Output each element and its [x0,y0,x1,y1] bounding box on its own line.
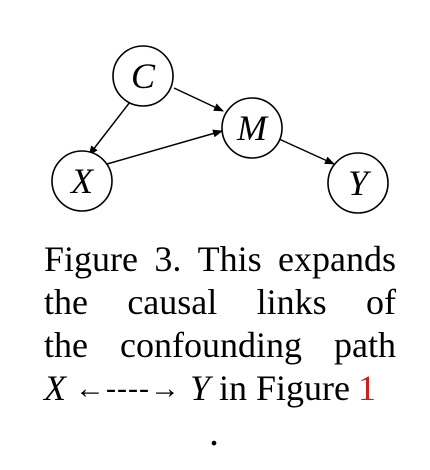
caption-word: causal [127,282,218,322]
caption-x-symbol: X [44,368,66,408]
node-c-label: C [131,56,156,96]
node-x-label: X [69,161,95,201]
caption-word: the [44,325,88,365]
caption-word: of [365,282,396,322]
caption-line-2: the causal links of [44,281,396,324]
caption-line-1: Figure 3. This expands [44,238,396,281]
figure-caption: Figure 3. This expands the causal links … [44,238,396,410]
caption-word: the [44,282,88,322]
caption-word: links [256,282,327,322]
caption-word: path [334,325,396,365]
caption-trailing-period: . [209,409,219,454]
node-m: M [221,97,283,159]
caption-word: confounding [120,325,302,365]
caption-line-3: the confounding path [44,324,396,367]
node-x-circle [51,150,113,212]
edge-c-to-m [173,87,224,112]
causal-diagram: C M X Y [51,45,389,214]
caption-figure-text: in Figure [219,368,350,408]
node-y: Y [327,152,389,214]
caption-word: 3. [154,239,182,279]
node-m-circle [221,97,283,159]
bidirected-dashed-arrow: ←----→ [75,372,181,405]
caption-y-symbol: Y [189,368,210,408]
caption-line-4: X ←----→ Y in Figure 1 [44,367,396,410]
edge-c-to-x [88,101,131,156]
node-y-label: Y [348,163,372,203]
figure-reference-link[interactable]: 1 [358,368,376,408]
caption-word: Figure [44,239,138,279]
node-y-circle [327,152,389,214]
node-x: X [51,150,113,212]
caption-word: expands [278,239,396,279]
edges [88,87,335,165]
node-c: C [112,45,174,107]
caption-word: This [197,239,262,279]
node-c-circle [112,45,174,107]
node-m-label: M [236,108,269,148]
edge-x-to-m [106,129,223,165]
edge-m-to-y [278,138,335,165]
